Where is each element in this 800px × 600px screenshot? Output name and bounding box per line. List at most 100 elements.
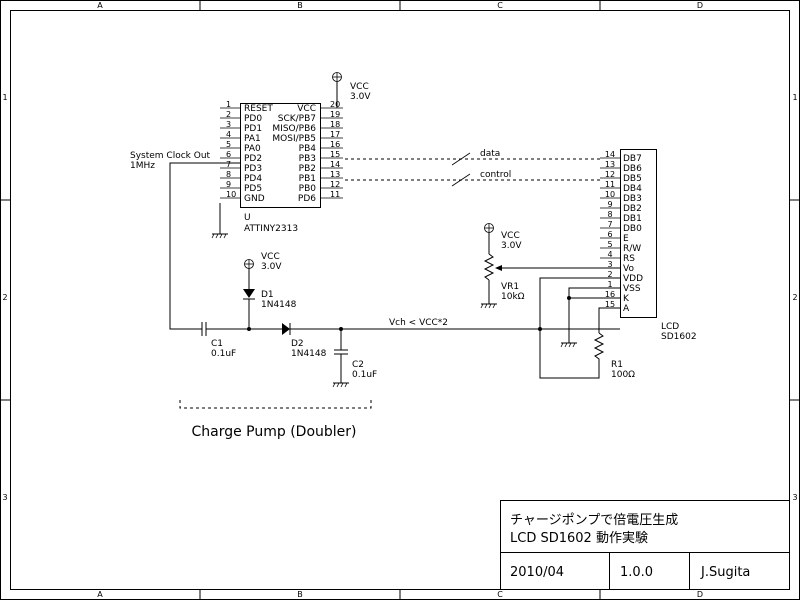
lcd-pin-number: 4	[607, 250, 612, 259]
mcu-pin-name: PD2	[244, 154, 262, 164]
mcu-pin-number: 20	[330, 100, 340, 109]
lcd-pin-name: A	[623, 304, 630, 314]
border-col-c: C	[497, 1, 503, 10]
bus-lines: data control	[345, 149, 600, 187]
mcu-pin-name: PD1	[244, 124, 262, 134]
lcd-pin-number: 7	[607, 220, 612, 229]
border-row-1-right: 1	[792, 93, 797, 102]
mcu-pin-number: 7	[226, 160, 231, 169]
vcc-vr-label: VCC	[501, 231, 520, 241]
title-author: J.Sugita	[700, 565, 750, 580]
mcu-pin-number: 19	[330, 110, 340, 119]
lcd-pin-number: 6	[607, 230, 612, 239]
mcu-pin-name: PB0	[299, 184, 317, 194]
mcu-pin-name: MISO/PB6	[272, 124, 316, 134]
lcd-pin-name: DB0	[623, 224, 642, 234]
mcu-pin-name: PB4	[299, 144, 317, 154]
mcu-pin-number: 11	[330, 190, 340, 199]
wiper-arrow-icon	[495, 265, 502, 271]
clock-frequency: 1MHz	[130, 161, 155, 171]
mcu-pin-number: 1	[226, 100, 231, 109]
lcd-pin-name: Vo	[623, 264, 634, 274]
lcd-pin-number: 16	[605, 290, 615, 299]
vcc-mcu-value: 3.0V	[350, 92, 371, 102]
title-date: 2010/04	[510, 565, 564, 580]
clock-net: System Clock Out 1MHz	[130, 151, 240, 330]
mcu-body	[240, 103, 321, 208]
lcd-pin-name: DB4	[623, 184, 642, 194]
lcd-pin-name: E	[623, 234, 629, 244]
charge-pump-bracket	[179, 400, 372, 409]
border-row-2-right: 2	[792, 293, 797, 302]
lcd-body	[620, 149, 657, 318]
lcd-pin-number: 14	[605, 150, 615, 159]
mcu-pin-name: PD3	[244, 164, 262, 174]
title-line-1: チャージポンプで倍電圧生成	[510, 513, 678, 528]
mcu-pin-number: 13	[330, 170, 340, 179]
title-version: 1.0.0	[620, 565, 653, 580]
c1-ref: C1	[211, 339, 223, 349]
diode-icon	[282, 323, 290, 335]
mcu-pin-number: 16	[330, 140, 340, 149]
lcd-pin-number: 3	[607, 260, 612, 269]
d2-ref: D2	[291, 339, 304, 349]
vr1-potentiometer: VCC 3.0V VR1 10kΩ	[480, 223, 620, 309]
vcc-d1-label: VCC	[261, 252, 280, 262]
mcu-pin-name: PD6	[298, 194, 316, 204]
border-col-d: D	[697, 1, 703, 10]
vch-label: Vch < VCC*2	[389, 318, 448, 328]
lcd-pin-name: DB3	[623, 194, 642, 204]
mcu-pin-name: GND	[244, 194, 265, 204]
vr1-ref: VR1	[501, 282, 519, 292]
mcu-pin-name: PB1	[299, 174, 316, 184]
border-row-3: 3	[2, 493, 7, 502]
mcu-ref: U	[244, 213, 251, 223]
mcu-part: ATTINY2313	[244, 224, 298, 234]
lcd-pin-number: 13	[605, 160, 615, 169]
lcd-pin-name: VDD	[623, 274, 643, 284]
lcd-pin-number: 2	[607, 270, 612, 279]
mcu-pin-name: RESET	[244, 104, 273, 114]
lcd-pin-number: 12	[605, 170, 615, 179]
mcu-pin-number: 9	[226, 180, 231, 189]
border-col-a: A	[97, 1, 103, 10]
vr1-value: 10kΩ	[501, 292, 525, 302]
border-row-1: 1	[2, 93, 7, 102]
mcu-pin-name: PB2	[299, 164, 316, 174]
lcd-pin-name: DB2	[623, 204, 642, 214]
mcu-pin-name: SCK/PB7	[278, 114, 316, 124]
border-col-b-bottom: B	[297, 590, 303, 599]
lcd-pin-number: 10	[605, 190, 615, 199]
mcu-pin-name: PA0	[244, 144, 261, 154]
border-col-c-bottom: C	[497, 590, 503, 599]
vcc-vr-value: 3.0V	[501, 241, 522, 251]
lcd-part: SD1602	[661, 332, 697, 342]
lcd-pin-name: R/W	[623, 244, 641, 254]
r1-ref: R1	[611, 360, 623, 370]
mcu-pin-number: 3	[226, 120, 231, 129]
mcu-pin-name: VCC	[297, 104, 316, 114]
mcu-pin-number: 5	[226, 140, 231, 149]
bus-control-label: control	[480, 170, 511, 180]
mcu-pin-number: 14	[330, 160, 340, 169]
resistor-icon	[593, 332, 605, 365]
mcu-pin-name: PA1	[244, 134, 261, 144]
d1-value: 1N4148	[261, 300, 297, 310]
lcd-power-wiring: R1 100Ω	[539, 277, 635, 380]
mcu-pin-number: 12	[330, 180, 340, 189]
c2-value: 0.1uF	[352, 370, 377, 380]
vcc-mcu-symbol: VCC 3.0V	[332, 72, 371, 108]
mcu-pin-name: PD5	[244, 184, 262, 194]
lcd-pin-name: VSS	[623, 284, 641, 294]
mcu-pin-number: 4	[226, 130, 231, 139]
mcu-pin-number: 6	[226, 150, 231, 159]
d2-value: 1N4148	[291, 349, 327, 359]
mcu-pin-number: 10	[226, 190, 236, 199]
lcd-pin-number: 1	[607, 280, 612, 289]
mcu-pin-number: 8	[226, 170, 231, 179]
gnd-mcu-symbol	[211, 203, 228, 239]
